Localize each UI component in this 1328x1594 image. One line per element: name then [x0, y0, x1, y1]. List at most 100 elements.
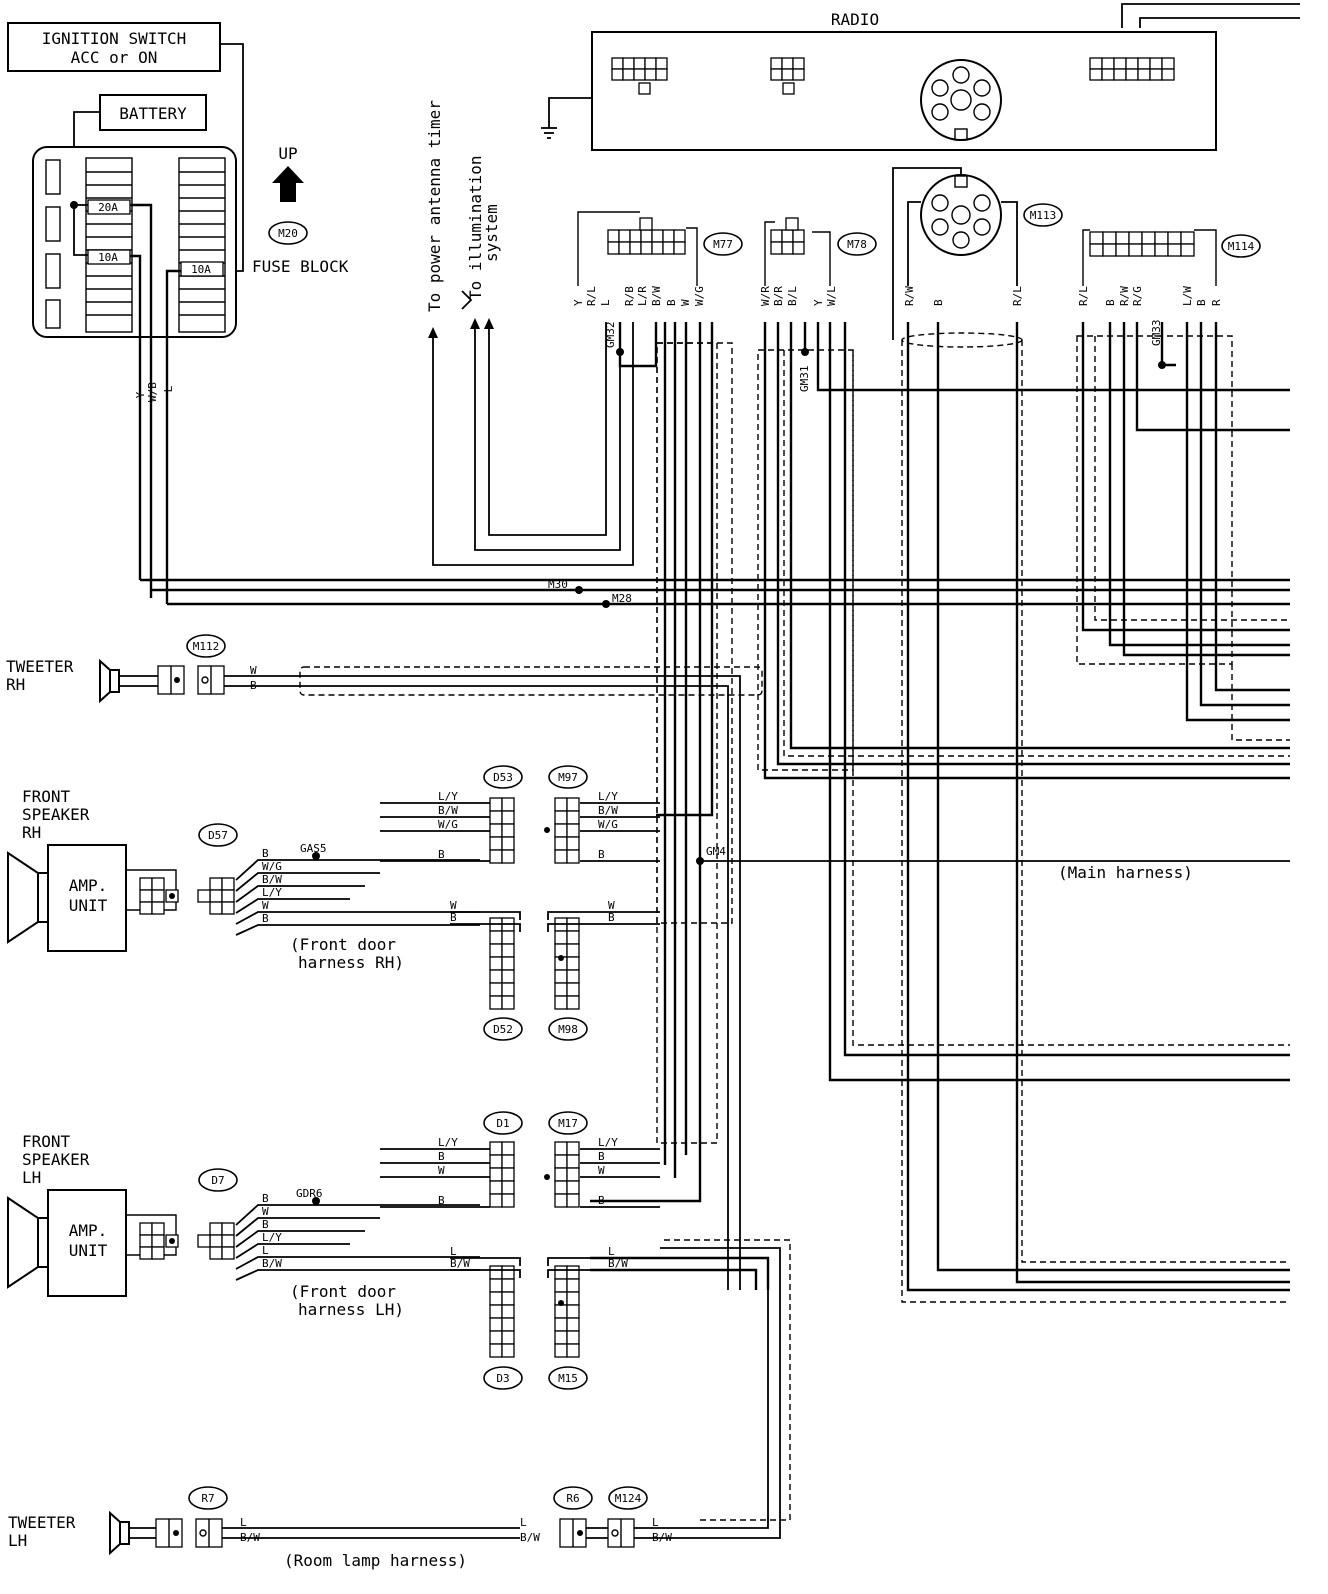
wire-label: R/G [1131, 286, 1144, 306]
svg-text:M114: M114 [1228, 240, 1255, 253]
wire-label: W [598, 1164, 605, 1177]
wire-label: L/Y [262, 886, 282, 899]
wire-label: L/Y [598, 1136, 618, 1149]
tweeter-lh-wire-l: L [240, 1516, 247, 1529]
wire-label: R/L [1011, 286, 1024, 306]
wire-label: W [679, 299, 692, 306]
fuse-block: 20A 10A 10A [32, 146, 237, 338]
svg-text:M112: M112 [193, 640, 220, 653]
wire-label: B/W [650, 286, 663, 306]
tweeter-lh-label-2: LH [8, 1531, 27, 1550]
svg-text:(Front door: (Front door [290, 935, 396, 954]
tweeter-rh-label-2: RH [6, 675, 25, 694]
connector-m97: M97 [544, 765, 588, 864]
radio-unit [591, 31, 1217, 151]
wire-label: W/G [598, 818, 618, 831]
wire-label: L [608, 1245, 615, 1258]
front-rh-label-3: RH [22, 823, 41, 842]
ground-gm32: GM32 [604, 322, 617, 349]
wire-label: B/W [598, 804, 618, 817]
wire-label: B [598, 1150, 605, 1163]
connector-d1: D1 [483, 1111, 523, 1208]
tweeter-rh-label-1: TWEETER [6, 657, 74, 676]
wire-label: L/Y [438, 790, 458, 803]
wire-label: B/W [438, 804, 458, 817]
svg-text:M98: M98 [558, 1023, 578, 1036]
battery-label: BATTERY [119, 104, 187, 123]
front-lh-label-3: LH [22, 1168, 41, 1187]
svg-text:(Front door: (Front door [290, 1282, 396, 1301]
connector-m77: M77 [607, 217, 743, 256]
amp-rh-label-1: AMP. [69, 876, 108, 895]
amp-rh-label-2: UNIT [69, 896, 108, 915]
amp-lh-label-1: AMP. [69, 1221, 108, 1240]
svg-text:D57: D57 [208, 829, 228, 842]
note-illumination-2: system [482, 204, 501, 262]
connector-r6: R6 [553, 1486, 593, 1548]
ground-icon [541, 97, 592, 139]
ground-gas5: GAS5 [300, 842, 327, 855]
wire-label: L [450, 1245, 457, 1258]
svg-text:L: L [520, 1516, 527, 1529]
wire-label: B [262, 847, 269, 860]
wire-label: B [438, 848, 445, 861]
connector-m78: M78 [770, 217, 877, 256]
note-illumination-1: To illumination [466, 156, 485, 301]
wire-label: W/G [438, 818, 458, 831]
svg-text:B/W: B/W [520, 1531, 540, 1544]
connector-m15: M15 [548, 1265, 588, 1390]
svg-text:M113: M113 [1030, 209, 1057, 222]
wire-label: W [262, 899, 269, 912]
connector-d7: D7 [197, 1168, 238, 1260]
wire-label: B/L [786, 286, 799, 306]
svg-text:D52: D52 [493, 1023, 513, 1036]
front-rh-label-1: FRONT [22, 787, 71, 806]
svg-text:D1: D1 [496, 1117, 509, 1130]
wire-label: L/W [1181, 286, 1194, 306]
speaker-lh-icon: AMP. UNIT [7, 1189, 179, 1297]
svg-text:harness LH): harness LH) [298, 1300, 404, 1319]
wire-label: R [1210, 299, 1223, 306]
radio-title: RADIO [831, 10, 879, 29]
wire-label: B/W [262, 873, 282, 886]
wire-label: R/L [1077, 286, 1090, 306]
svg-text:R6: R6 [566, 1492, 579, 1505]
room-lamp-harness-label: (Room lamp harness) [284, 1551, 467, 1570]
wire-label: B [450, 911, 457, 924]
wire-label: B [608, 911, 615, 924]
ground-gm33: GM33 [1150, 320, 1163, 347]
svg-text:M97: M97 [558, 771, 578, 784]
ground-gdr6: GDR6 [296, 1187, 323, 1200]
wire-label: L/Y [262, 1231, 282, 1244]
junction-m28: M28 [612, 592, 632, 605]
svg-text:D7: D7 [211, 1174, 224, 1187]
wire-label: L [599, 299, 612, 306]
fuse-20a: 20A [98, 201, 118, 214]
connector-d53: D53 [483, 765, 523, 864]
wire-label: B [1195, 299, 1208, 306]
power-wire-labels: Y W/B L [134, 382, 175, 402]
wire-label: R/W [903, 286, 916, 306]
ground-gm31: GM31 [798, 366, 811, 393]
svg-text:M77: M77 [713, 238, 733, 251]
ignition-label-line1: IGNITION SWITCH [42, 29, 187, 48]
wire-label: B/W [608, 1257, 628, 1270]
wire-label: B [1104, 299, 1117, 306]
connector-m98: M98 [548, 917, 588, 1041]
wire-label: W [262, 1205, 269, 1218]
speaker-rh-icon: AMP. UNIT [7, 844, 179, 952]
wire-label: B [665, 299, 678, 306]
wire-label: W [608, 899, 615, 912]
tweeter-lh-label-1: TWEETER [8, 1513, 76, 1532]
svg-text:M124: M124 [615, 1492, 642, 1505]
wire-label: Y [812, 299, 825, 306]
ignition-label-line2: ACC or ON [71, 48, 158, 67]
wire-label: R/L [585, 286, 598, 306]
wire-label: W [450, 899, 457, 912]
connector-d3: D3 [483, 1265, 523, 1390]
svg-text:harness RH): harness RH) [298, 953, 404, 972]
junction-m30: M30 [548, 578, 568, 591]
